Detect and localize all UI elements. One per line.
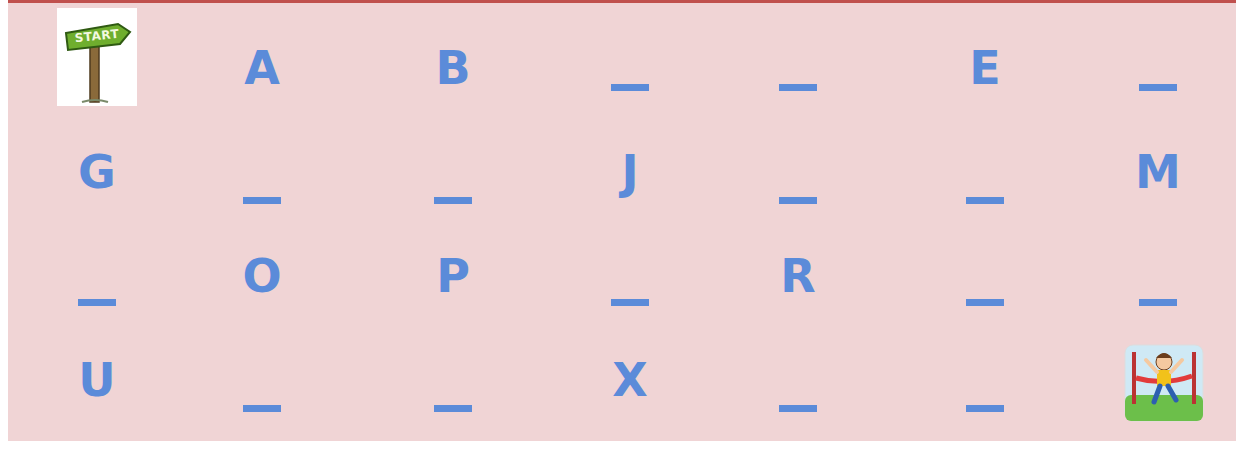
alphabet-letter: M	[1135, 149, 1181, 195]
blank-line: _	[611, 224, 649, 300]
blank-line: _	[779, 330, 817, 406]
alphabet-letter: X	[612, 357, 647, 403]
start-sign-picture	[57, 8, 137, 106]
alphabet-letter: E	[969, 45, 1000, 91]
blank-line: _	[434, 330, 472, 406]
alphabet-letter: O	[242, 253, 281, 299]
alphabet-letter: G	[78, 149, 116, 195]
alphabet-letter: A	[244, 45, 280, 91]
finish-picture	[1125, 345, 1203, 421]
blank-line: _	[966, 122, 1004, 198]
blank-line: _	[966, 224, 1004, 300]
blank-line: _	[779, 9, 817, 85]
alphabet-letter: P	[436, 253, 470, 299]
blank-line: _	[243, 330, 281, 406]
alphabet-letter: J	[621, 149, 638, 195]
blank-line: _	[779, 122, 817, 198]
blank-line: _	[966, 330, 1004, 406]
alphabet-letter: B	[435, 45, 470, 91]
blank-line: _	[1139, 224, 1177, 300]
blank-line: _	[611, 9, 649, 85]
blank-line: _	[434, 122, 472, 198]
blank-line: _	[243, 122, 281, 198]
blank-line: _	[1139, 9, 1177, 85]
alphabet-letter: U	[78, 357, 115, 403]
alphabet-letter: R	[780, 253, 815, 299]
blank-line: _	[78, 224, 116, 300]
